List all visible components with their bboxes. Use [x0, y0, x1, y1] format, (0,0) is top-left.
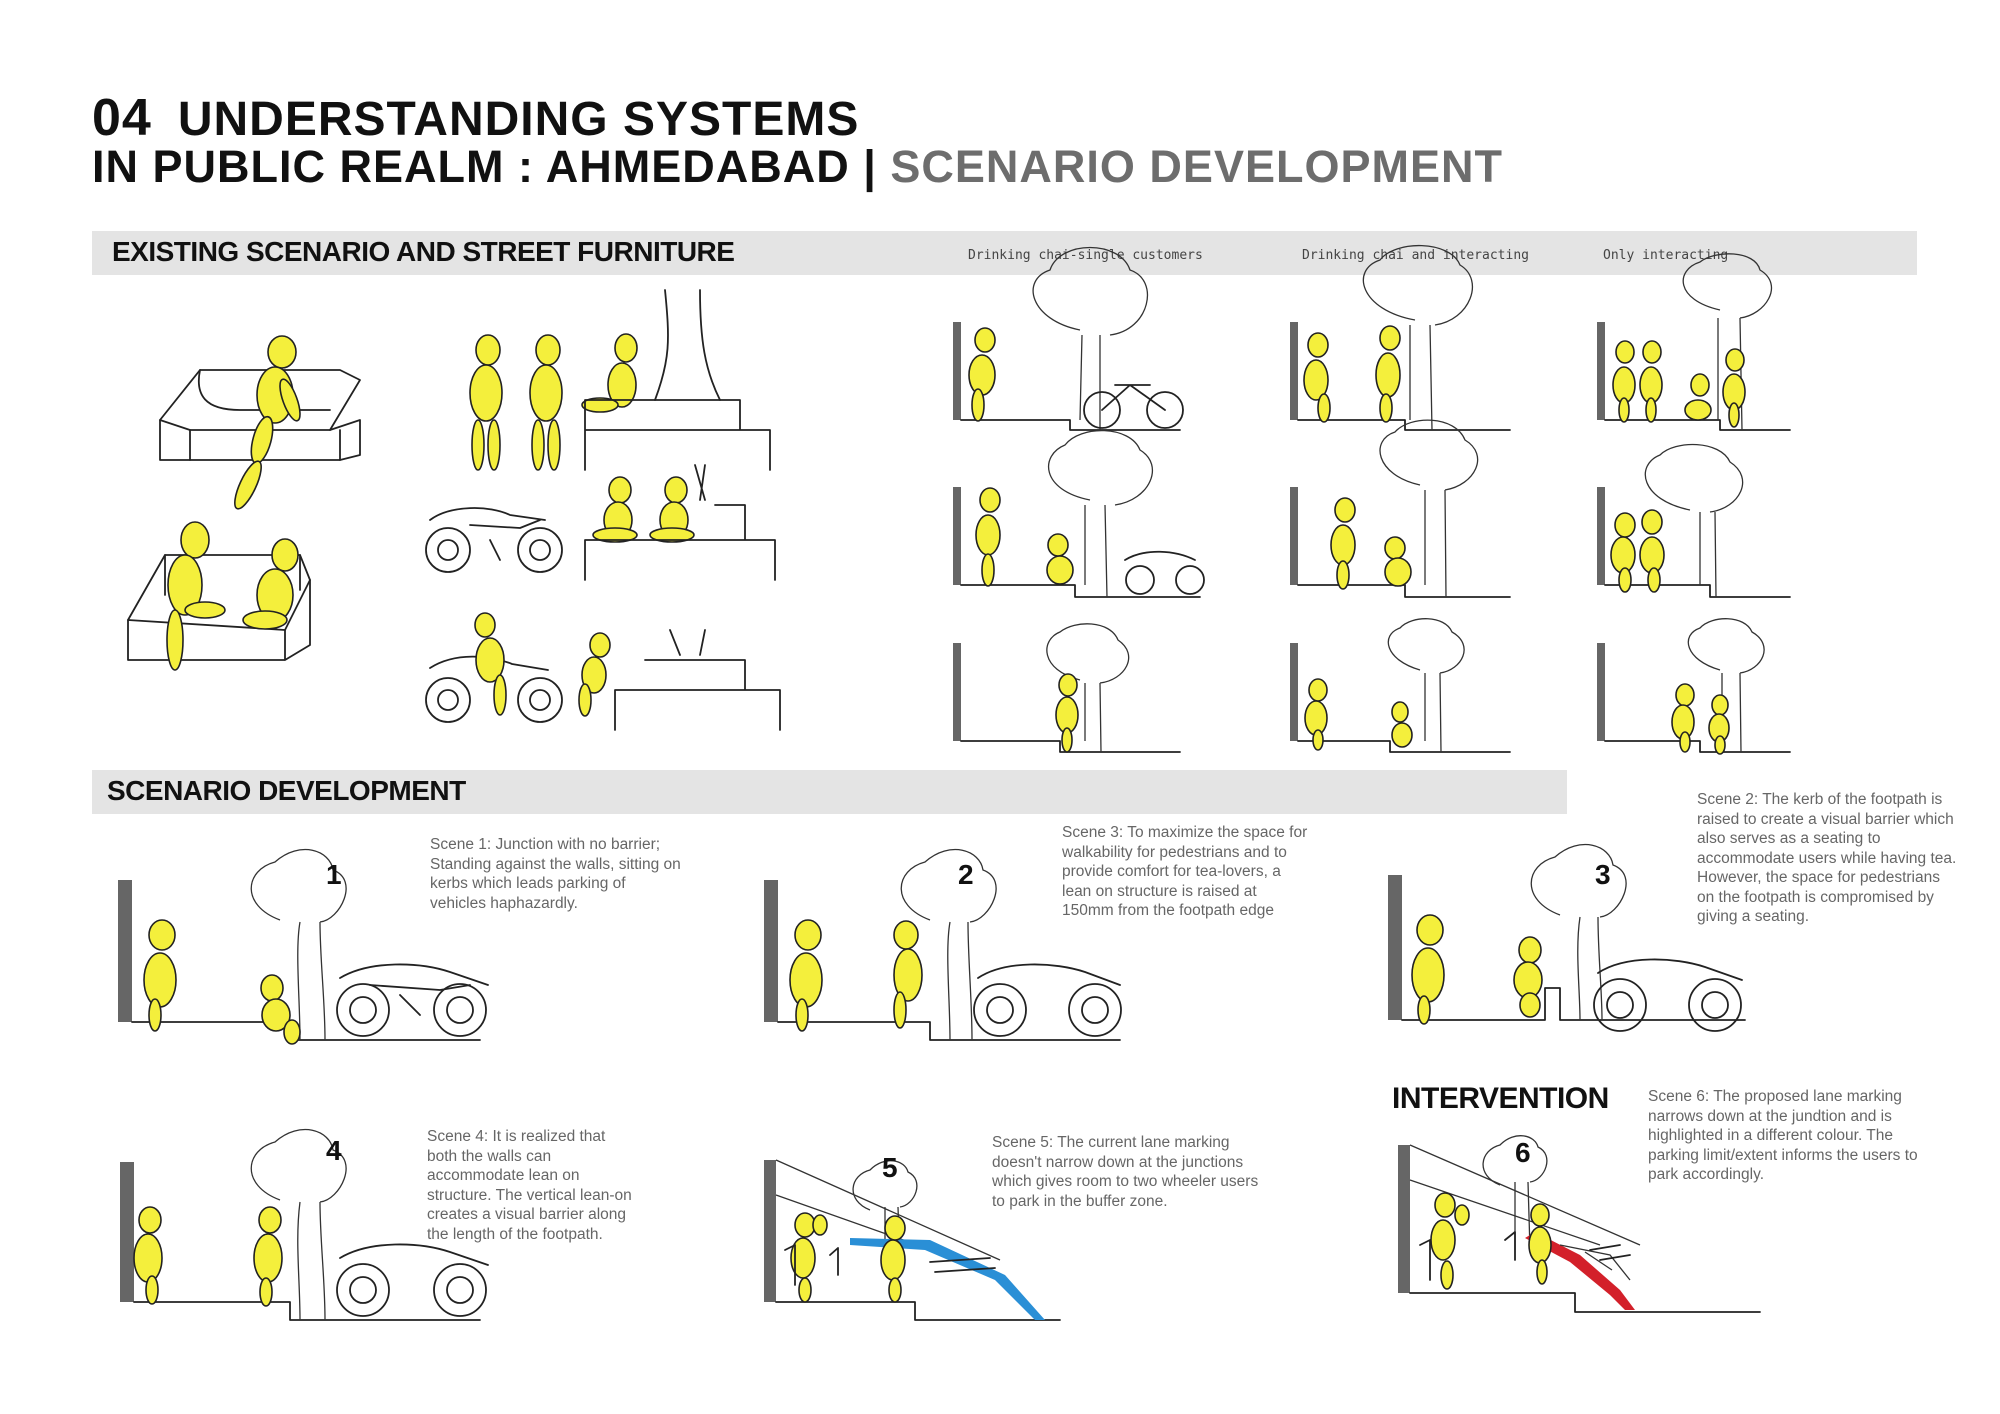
title-line-2-sub: SCENARIO DEVELOPMENT	[890, 141, 1503, 192]
scene-number-5: 5	[882, 1152, 898, 1183]
grid-cell-r1-c2	[1290, 244, 1511, 431]
scene-3-caption: Scene 2: The kerb of the footpath is rai…	[1697, 791, 1957, 925]
scene-1-caption: Scene 1: Junction with no barrier; Stand…	[430, 836, 681, 912]
grid-cell-r1-c1	[953, 246, 1184, 431]
standing-figures	[469, 333, 638, 471]
scene-number-6: 6	[1515, 1137, 1531, 1168]
scene-number-3: 3	[1595, 859, 1611, 890]
page-title-line-1: 04 UNDERSTANDING SYSTEMS	[92, 88, 859, 148]
motorcycle-sketch-2	[425, 612, 781, 731]
column-head-interacting: Drinking chai and interacting	[1302, 248, 1529, 263]
existing-scenario-heading: EXISTING SCENARIO AND STREET FURNITURE	[112, 236, 735, 267]
platform-tree	[584, 289, 771, 471]
scene-2-caption: Scene 3: To maximize the space for walka…	[1062, 824, 1308, 919]
scene-number-1: 1	[326, 859, 342, 890]
seated-pair-platform	[584, 464, 776, 581]
blue-lane-marking	[850, 1238, 1045, 1320]
grid-cell-r2-c1	[953, 429, 1205, 598]
bench-figure-1	[234, 335, 301, 510]
intervention-heading: INTERVENTION	[1392, 1082, 1609, 1115]
scene-3-sketch	[1388, 843, 1746, 1032]
scene-6-sketch	[1398, 1135, 1761, 1313]
scene-2-sketch	[764, 848, 1122, 1041]
column-head-single: Drinking chai-single customers	[968, 248, 1203, 263]
section-number: 04	[92, 89, 152, 147]
grid-cell-r1-c3	[1597, 253, 1791, 431]
scene-number-4: 4	[326, 1135, 342, 1166]
motorcycle-sketch-1	[425, 507, 563, 573]
scene-number-2: 2	[958, 859, 974, 890]
scene-5-caption: Scene 5: The current lane marking doesn'…	[992, 1134, 1259, 1210]
grid-cell-r3-c2	[1290, 618, 1511, 753]
bench-sketch-2	[127, 554, 311, 661]
scenario-development-band	[92, 770, 1567, 814]
bench-figures-2	[166, 521, 299, 671]
title-line-1-text: UNDERSTANDING SYSTEMS	[177, 93, 860, 146]
column-head-only-interacting: Only interacting	[1603, 248, 1729, 263]
grid-cell-r3-c3	[1597, 618, 1791, 755]
grid-cell-r2-c3	[1597, 443, 1791, 598]
existing-scenario-band	[92, 231, 1917, 275]
bench-sketch-1	[159, 369, 361, 461]
scene-4-sketch	[120, 1128, 489, 1321]
red-lane-marking	[1525, 1232, 1635, 1310]
scene-5-sketch	[764, 1159, 1061, 1321]
grid-cell-r2-c2	[1290, 419, 1511, 598]
scenario-development-heading: SCENARIO DEVELOPMENT	[107, 775, 466, 806]
scene-6-caption: Scene 6: The proposed lane marking narro…	[1648, 1088, 1918, 1183]
title-line-2-main: IN PUBLIC REALM : AHMEDABAD |	[92, 141, 877, 192]
scene-4-caption: Scene 4: It is realized that both the wa…	[427, 1128, 632, 1243]
page-title-line-2: IN PUBLIC REALM : AHMEDABAD | SCENARIO D…	[92, 141, 1503, 193]
scene-1-sketch	[118, 848, 489, 1045]
grid-cell-r3-c1	[953, 623, 1181, 753]
